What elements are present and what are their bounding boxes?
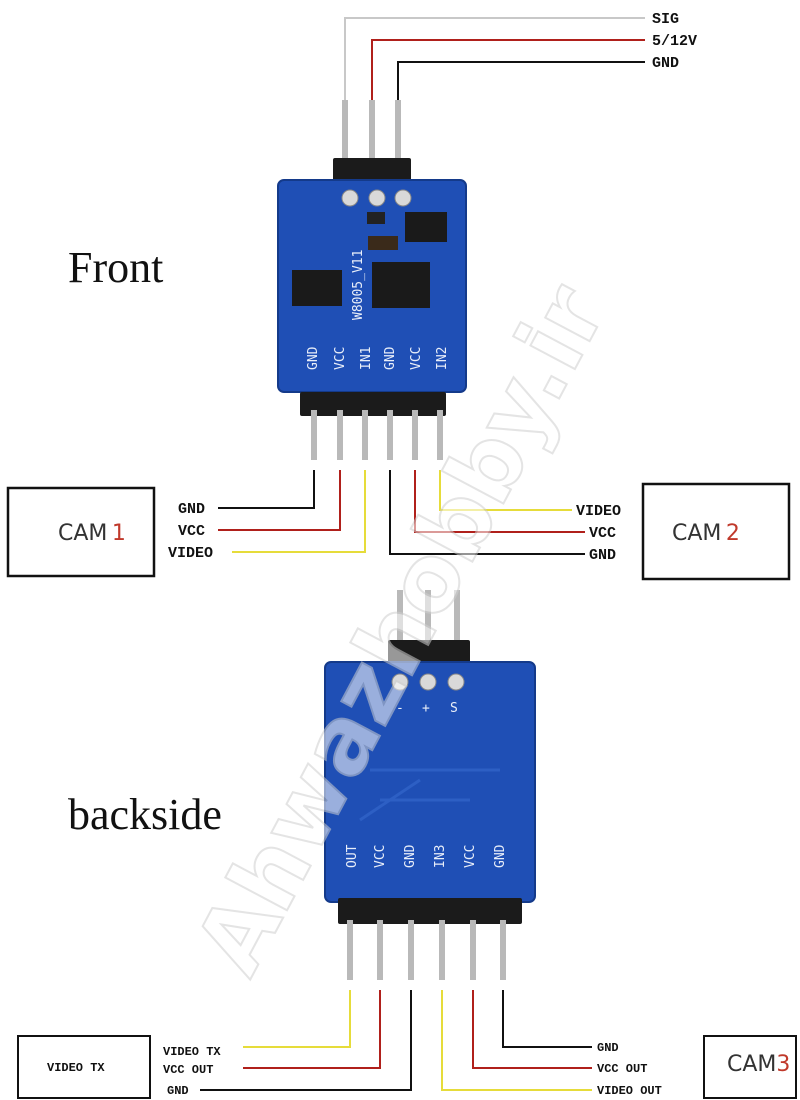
cam2-number: 2 bbox=[726, 521, 740, 546]
pin-vcc bbox=[369, 100, 375, 172]
ic-right bbox=[372, 262, 430, 308]
front-pin-label-6: IN2 bbox=[435, 347, 450, 370]
cam1-number: 1 bbox=[112, 521, 126, 546]
smd-part bbox=[367, 212, 385, 224]
cam1-video-wire bbox=[232, 470, 366, 553]
svg-text:CAM 2: CAM 2 bbox=[672, 521, 740, 546]
vtx-vcc-wire bbox=[243, 990, 381, 1069]
cam1-wire-label-gnd: GND bbox=[178, 501, 205, 518]
chip-label: W8005_V11 bbox=[351, 250, 366, 320]
back-pin-label-4: IN3 bbox=[433, 845, 448, 868]
cam2-label: CAM bbox=[672, 521, 721, 546]
back-bottom-header bbox=[338, 898, 522, 980]
regulator-chip bbox=[405, 212, 447, 242]
cam3-vcc-wire bbox=[472, 990, 592, 1069]
front-pin-label-5: VCC bbox=[409, 347, 424, 370]
cam1-wire-label-video: VIDEO bbox=[168, 545, 213, 562]
back-pin-label-3: GND bbox=[403, 844, 418, 868]
cam3-gnd-wire bbox=[502, 990, 592, 1048]
back-pin-label-1: OUT bbox=[345, 844, 360, 868]
cam2-gnd-wire bbox=[389, 470, 585, 555]
cam2-vcc-wire bbox=[414, 470, 585, 533]
wire-sig bbox=[344, 17, 645, 120]
capacitor bbox=[368, 236, 398, 250]
pin-gnd bbox=[395, 100, 401, 172]
front-bottom-header bbox=[300, 392, 446, 460]
cam2-box: CAM 2 bbox=[641, 482, 791, 581]
top-wire-label-gnd: GND bbox=[652, 55, 679, 72]
cam2-wire-label-video: VIDEO bbox=[576, 503, 621, 520]
cam3-video-wire bbox=[441, 990, 592, 1091]
vtx-video-wire bbox=[243, 990, 351, 1048]
front-pin-label-1: GND bbox=[306, 346, 321, 370]
svg-text:CAM3: CAM3 bbox=[727, 1052, 790, 1077]
wire-gnd-top bbox=[397, 61, 645, 120]
cam1-label: CAM bbox=[58, 521, 107, 546]
vtx-wire-label-video: VIDEO TX bbox=[163, 1045, 221, 1059]
cam3-label: CAM bbox=[727, 1052, 776, 1077]
front-pin-label-2: VCC bbox=[333, 347, 348, 370]
cam2-wire-label-vcc: VCC bbox=[589, 525, 616, 542]
top-wire-label-sig: SIG bbox=[652, 11, 679, 28]
cam3-wire-label-video: VIDEO OUT bbox=[597, 1084, 662, 1098]
pad-label-plus: + bbox=[422, 701, 430, 716]
cam2-video-wire bbox=[439, 470, 572, 511]
wire-5-12v bbox=[371, 39, 645, 120]
vtx-gnd-wire bbox=[200, 990, 412, 1091]
front-pin-label-3: IN1 bbox=[359, 347, 374, 370]
svg-text:CAM 1: CAM 1 bbox=[58, 521, 126, 546]
vtx-wire-label-vcc: VCC OUT bbox=[163, 1063, 213, 1077]
back-pin-label-5: VCC bbox=[463, 845, 478, 868]
cam3-wire-label-vcc: VCC OUT bbox=[597, 1062, 647, 1076]
cam3-box: CAM3 bbox=[703, 1035, 797, 1099]
front-pcb: W8005_V11 GND VCC IN1 GND VCC IN2 bbox=[277, 179, 467, 393]
cam1-gnd-wire bbox=[218, 470, 315, 509]
front-top-wires bbox=[344, 17, 645, 120]
video-tx-box: VIDEO TX bbox=[17, 1035, 151, 1099]
cam1-wire-label-vcc: VCC bbox=[178, 523, 205, 540]
front-pin-label-4: GND bbox=[383, 346, 398, 370]
ic-left bbox=[292, 270, 342, 306]
cam3-number: 3 bbox=[776, 1052, 790, 1077]
back-wires bbox=[200, 990, 592, 1091]
top-wire-label-5-12v: 5/12V bbox=[652, 33, 697, 50]
cam3-wire-label-gnd: GND bbox=[597, 1041, 619, 1055]
cam1-box: CAM 1 bbox=[6, 486, 156, 578]
back-pin-label-2: VCC bbox=[373, 845, 388, 868]
pad-label-s: S bbox=[450, 701, 458, 716]
front-title: Front bbox=[68, 243, 163, 292]
front-top-header bbox=[333, 100, 411, 188]
cam2-wire-label-gnd: GND bbox=[589, 547, 616, 564]
pad-label-minus: - bbox=[396, 701, 404, 716]
back-title: backside bbox=[68, 790, 222, 839]
back-pin-label-6: GND bbox=[493, 844, 508, 868]
front-cam-wires bbox=[218, 470, 585, 555]
vtx-wire-label-gnd: GND bbox=[167, 1084, 189, 1098]
cam1-vcc-wire bbox=[218, 470, 341, 531]
video-tx-label: VIDEO TX bbox=[47, 1061, 105, 1075]
pin-sig bbox=[342, 100, 348, 172]
